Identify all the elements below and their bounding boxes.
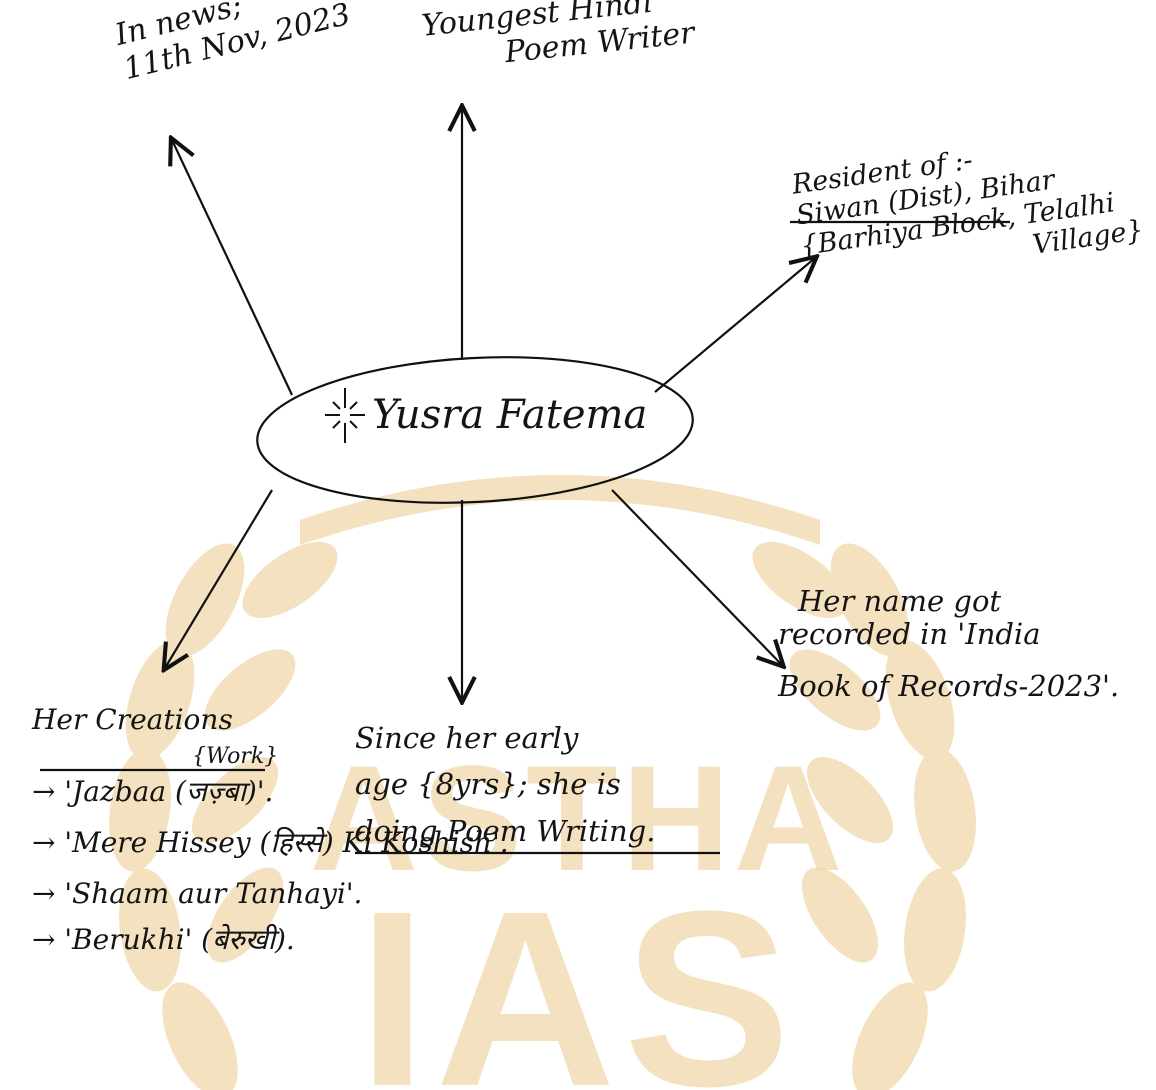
record-line3: Book of Records-2023'. — [778, 668, 1120, 703]
creations-subheading: {Work} — [192, 743, 279, 769]
creations-item: → 'Jazbaa (जज़्बा)'. — [32, 775, 274, 809]
since-line2: age {8yrs}; she is — [355, 767, 621, 802]
right-laurel-icon — [752, 541, 976, 1090]
center-node-label: Yusra Fatema — [372, 392, 648, 438]
creations-heading: Her Creations — [32, 703, 233, 736]
since-line3: doing Poem Writing. — [355, 813, 656, 848]
edge-creations — [165, 489, 273, 668]
watermark-bottom-text: IAS — [358, 859, 799, 1090]
record-line2: recorded in 'India — [778, 617, 1041, 652]
record-line1: Her name got — [798, 584, 1002, 618]
edge-record — [611, 489, 782, 665]
creations-item: → 'Mere Hissey (हिस्से) Ki Koshish'. — [32, 826, 509, 860]
node-creations: Her Creations {Work} → 'Jazbaa (जज़्बा)'… — [32, 700, 509, 961]
since-line1: Since her early — [355, 721, 579, 755]
watermark-top-text: ASTHA — [310, 734, 847, 902]
center-node — [256, 356, 694, 504]
creations-item: → 'Shaam aur Tanhayi'. — [32, 876, 363, 910]
sparkle-icon — [325, 388, 365, 443]
edge-resident — [654, 258, 815, 393]
node-since: Since her early age {8yrs}; she is doing… — [355, 715, 655, 854]
creations-item: → 'Berukhi' (बेरुखी). — [32, 923, 295, 957]
left-laurel-icon — [109, 541, 338, 1090]
node-record: Her name got recorded in 'India Book of … — [778, 584, 1120, 703]
edge-in-news — [172, 140, 293, 396]
